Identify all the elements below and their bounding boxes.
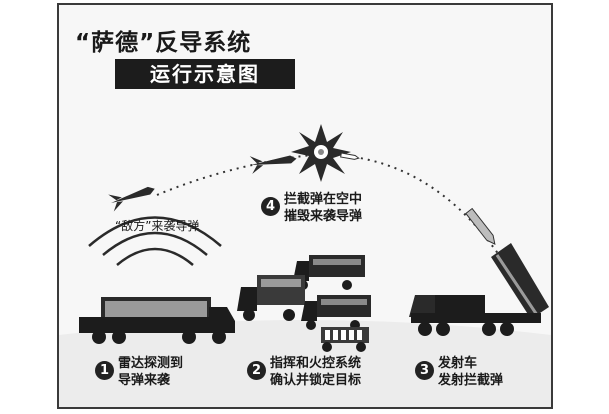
diagram-frame: “萨德”反导系统 运行示意图 “敌方”来袭导弹 4 拦截弹在空中 摧毁来袭导弹 …	[57, 3, 553, 409]
incoming-missile-icon	[249, 155, 297, 174]
interceptor-hit-icon	[340, 152, 360, 160]
illustration	[59, 124, 551, 407]
step-1-badge: 1	[95, 361, 114, 380]
enemy-missile-label: “敌方”来袭导弹	[115, 219, 200, 233]
step-2: 2 指挥和火控系统 确认并锁定目标	[247, 355, 361, 389]
radar-truck-icon	[79, 297, 235, 344]
step-1-line1: 雷达探测到	[118, 356, 184, 371]
step-3: 3 发射车 发射拦截弹	[415, 355, 503, 389]
command-vehicle-front-icon	[237, 275, 305, 321]
step-4-line1: 拦截弹在空中	[284, 192, 363, 207]
step-2-line2: 确认并锁定目标	[270, 373, 362, 388]
support-vehicle-icon	[321, 327, 369, 352]
explosion-icon	[291, 124, 351, 182]
step-4: 4 拦截弹在空中 摧毁来袭导弹	[261, 191, 362, 225]
radar-waves-icon	[88, 216, 222, 266]
step-2-line1: 指挥和火控系统	[270, 356, 362, 371]
interceptor-missile-icon	[465, 207, 496, 245]
step-4-line2: 摧毁来袭导弹	[284, 209, 363, 224]
step-3-line1: 发射车	[438, 356, 478, 371]
step-1: 1 雷达探测到 导弹来袭	[95, 355, 183, 389]
ground-shadow	[59, 320, 551, 407]
page-title: “萨德”反导系统	[75, 30, 252, 56]
subtitle-banner: 运行示意图	[115, 59, 295, 89]
step-2-badge: 2	[247, 361, 266, 380]
fire-control-vehicle-icon	[301, 295, 371, 330]
step-1-line2: 导弹来袭	[118, 373, 171, 388]
enemy-missile-icon	[108, 186, 155, 212]
step-3-badge: 3	[415, 361, 434, 380]
step-3-line2: 发射拦截弹	[438, 373, 504, 388]
interceptor-trajectory	[353, 156, 500, 256]
launcher-truck-icon	[409, 243, 549, 336]
step-4-badge: 4	[261, 197, 280, 216]
